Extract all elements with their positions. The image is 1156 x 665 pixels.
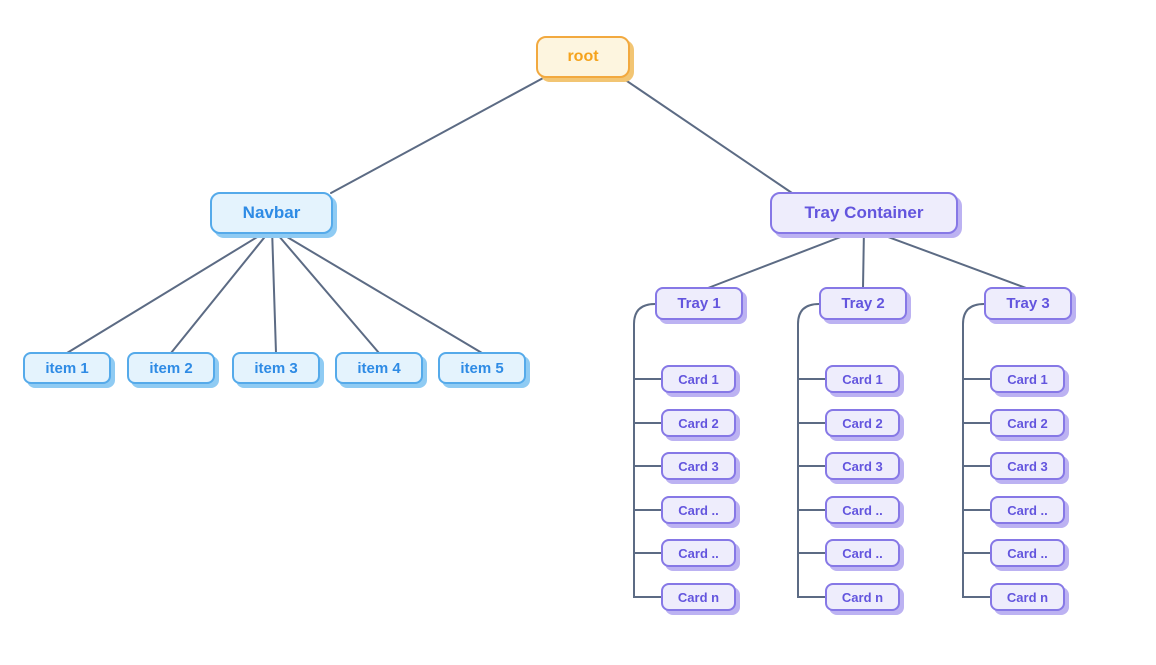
edge-root-navbar: [330, 76, 546, 194]
navbar-item-5: item 5: [438, 352, 526, 384]
edge-tray2-cards: [797, 303, 826, 598]
edge-container-tray-2: [862, 227, 865, 289]
root-node: root: [536, 36, 630, 78]
edge-container-tray-3: [863, 227, 1027, 289]
navbar-item-3: item 3: [232, 352, 320, 384]
navbar-item-2: item 2: [127, 352, 215, 384]
edge-navbar-item-2: [170, 227, 273, 354]
tray-2-card-4: Card ..: [825, 496, 900, 524]
edge-tray1-cards: [633, 303, 662, 598]
tray-1-card-1: Card 1: [661, 365, 736, 393]
tray-2-card-5: Card ..: [825, 539, 900, 567]
tray-1-card-5: Card ..: [661, 539, 736, 567]
tray-1-node: Tray 1: [655, 287, 743, 320]
tray-3-card-4: Card ..: [990, 496, 1065, 524]
edge-navbar-item-5: [271, 227, 483, 354]
tray-3-card-2: Card 2: [990, 409, 1065, 437]
tray-2-card-n: Card n: [825, 583, 900, 611]
tray-2-card-2: Card 2: [825, 409, 900, 437]
tray-3-card-n: Card n: [990, 583, 1065, 611]
edge-navbar-item-3: [271, 227, 277, 354]
navbar-item-1: item 1: [23, 352, 111, 384]
edge-tray3-cards: [962, 303, 991, 598]
tray-3-card-1: Card 1: [990, 365, 1065, 393]
connector-line-group: [66, 76, 1027, 598]
navbar-item-4: item 4: [335, 352, 423, 384]
tray-1-card-n: Card n: [661, 583, 736, 611]
tray-1-card-3: Card 3: [661, 452, 736, 480]
tray-1-card-4: Card ..: [661, 496, 736, 524]
edge-navbar-item-4: [271, 227, 380, 354]
edge-container-tray-1: [707, 227, 865, 289]
tray-2-card-3: Card 3: [825, 452, 900, 480]
edge-navbar-item-1: [66, 227, 273, 354]
tray-container-node: Tray Container: [770, 192, 958, 234]
tray-3-card-5: Card ..: [990, 539, 1065, 567]
edge-root-tray-container: [620, 76, 793, 194]
tray-1-card-2: Card 2: [661, 409, 736, 437]
tray-2-card-1: Card 1: [825, 365, 900, 393]
tray-3-card-3: Card 3: [990, 452, 1065, 480]
tray-2-node: Tray 2: [819, 287, 907, 320]
navbar-node: Navbar: [210, 192, 333, 234]
tray-3-node: Tray 3: [984, 287, 1072, 320]
